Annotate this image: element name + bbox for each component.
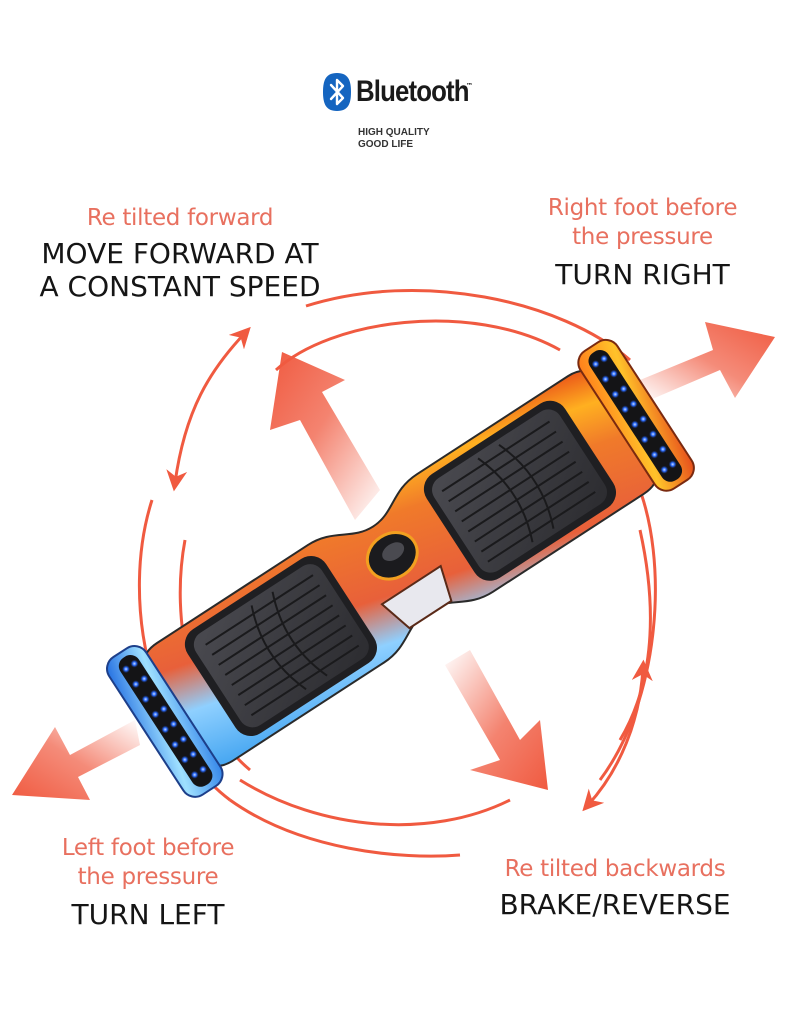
backward-arrow-icon bbox=[445, 650, 548, 790]
right-action: TURN RIGHT bbox=[555, 258, 730, 291]
left-subtitle-line-2: the pressure bbox=[77, 864, 219, 890]
forward-subtitle: Re tilted forward bbox=[86, 205, 274, 231]
hoverboard bbox=[106, 338, 695, 798]
right-led-strip bbox=[588, 349, 683, 482]
right-led-lights bbox=[591, 354, 677, 474]
left-led-strip bbox=[118, 654, 213, 787]
bluetooth-logo: Bluetooth bbox=[322, 72, 487, 112]
left-arrow-icon bbox=[12, 720, 140, 800]
right-subtitle-line-2: the pressure bbox=[572, 224, 713, 250]
forward-action-line-1: MOVE FORWARD AT bbox=[41, 237, 319, 270]
turn-right-caption: Right foot before the pressure TURN RIGH… bbox=[515, 194, 770, 291]
forward-caption: Re tilted forward MOVE FORWARD AT A CONS… bbox=[10, 204, 350, 303]
brand-name: Bluetooth bbox=[356, 75, 469, 108]
backward-action: BRAKE/REVERSE bbox=[499, 888, 731, 921]
tagline-line-2: GOOD LIFE bbox=[358, 139, 413, 150]
tilt-arrow-backward-icon bbox=[582, 659, 653, 812]
left-led-lights bbox=[122, 659, 208, 779]
forward-arrow-icon bbox=[270, 352, 380, 520]
tilt-arrow-forward-icon bbox=[166, 326, 251, 492]
tagline-line-1: HIGH QUALITY bbox=[358, 127, 430, 138]
backward-subtitle: Re tilted backwards bbox=[504, 856, 726, 882]
turn-left-caption: Left foot before the pressure TURN LEFT bbox=[28, 834, 268, 931]
tagline: HIGH QUALITY GOOD LIFE bbox=[358, 127, 430, 151]
bluetooth-icon bbox=[323, 73, 351, 111]
forward-action-line-2: A CONSTANT SPEED bbox=[39, 270, 321, 303]
left-subtitle-line-1: Left foot before bbox=[61, 835, 235, 861]
right-subtitle-line-1: Right foot before bbox=[547, 195, 738, 221]
trademark-symbol: ™ bbox=[466, 82, 473, 90]
right-arrow-icon bbox=[640, 322, 775, 400]
left-action: TURN LEFT bbox=[71, 898, 225, 931]
brake-caption: Re tilted backwards BRAKE/REVERSE bbox=[475, 855, 755, 921]
